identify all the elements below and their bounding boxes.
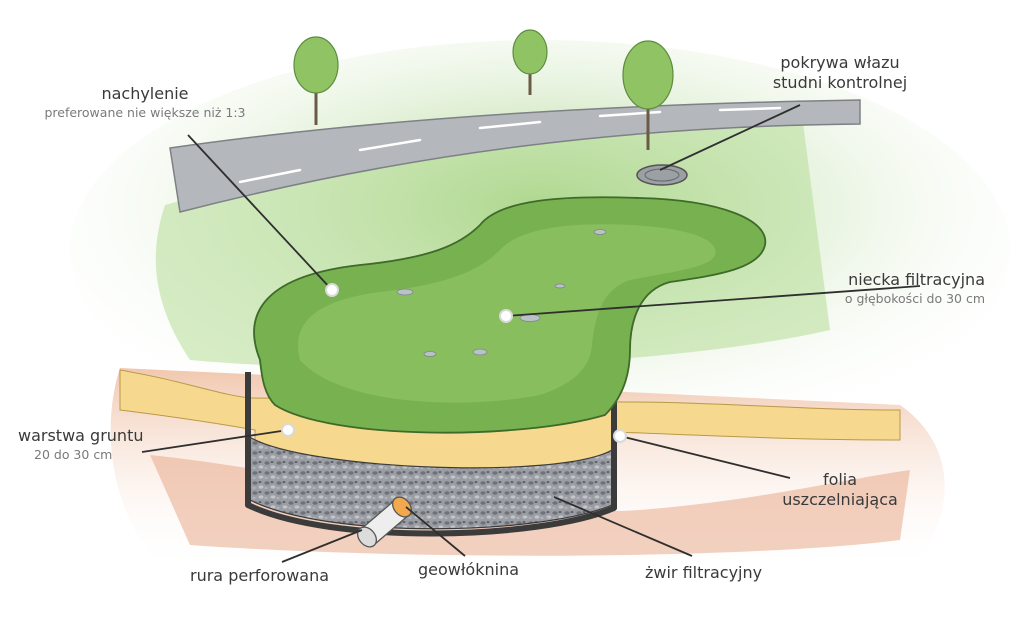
leader-nachylenie <box>187 134 333 291</box>
leader-geowloknina <box>405 506 466 557</box>
perforated-pipe <box>356 496 413 548</box>
tree <box>293 36 339 125</box>
label-warstwa-subtitle: 20 do 30 cm <box>34 447 113 462</box>
road <box>169 99 861 213</box>
label-geowloknina: geowłóknina <box>418 560 519 580</box>
leader-zwir <box>553 496 693 557</box>
label-pokrywa-line2: studni kontrolnej <box>772 73 908 92</box>
label-warstwa-title: warstwa gruntu <box>18 426 144 445</box>
tree <box>512 29 548 95</box>
label-geowloknina-title: geowłóknina <box>418 560 520 579</box>
label-pokrywa-line1: pokrywa włazu <box>780 53 900 72</box>
manhole-cover <box>636 164 688 186</box>
leader-rura <box>281 529 363 563</box>
label-folia-line2: uszczelniająca <box>782 490 898 509</box>
basin-stones <box>396 229 607 357</box>
label-pokrywa: pokrywa włazu studni kontrolnej <box>755 53 925 93</box>
label-folia: folia uszczelniająca <box>770 470 910 510</box>
leader-pokrywa <box>659 104 801 171</box>
label-niecka-title: niecka filtracyjna <box>848 270 985 289</box>
label-zwir: żwir filtracyjny <box>645 563 762 583</box>
label-zwir-title: żwir filtracyjny <box>645 563 763 582</box>
callout-dots <box>281 283 627 443</box>
road-markings <box>238 106 782 184</box>
leader-niecka <box>505 285 921 317</box>
label-nachylenie-subtitle: preferowane nie większe niż 1:3 <box>44 105 246 120</box>
label-nachylenie-title: nachylenie <box>101 84 189 103</box>
label-rura: rura perforowana <box>190 566 329 586</box>
label-niecka-subtitle: o głębokości do 30 cm <box>844 291 985 306</box>
label-rura-title: rura perforowana <box>190 566 330 585</box>
label-nachylenie: nachylenie preferowane nie większe niż 1… <box>40 84 250 122</box>
label-folia-line1: folia <box>822 470 858 489</box>
leader-lines <box>141 104 921 563</box>
leader-warstwa <box>141 429 289 453</box>
label-warstwa: warstwa gruntu 20 do 30 cm <box>18 426 143 464</box>
tree <box>622 40 674 150</box>
label-niecka: niecka filtracyjna o głębokości do 30 cm <box>790 270 985 308</box>
leader-folia <box>619 435 791 479</box>
sealing-foil <box>245 372 617 537</box>
